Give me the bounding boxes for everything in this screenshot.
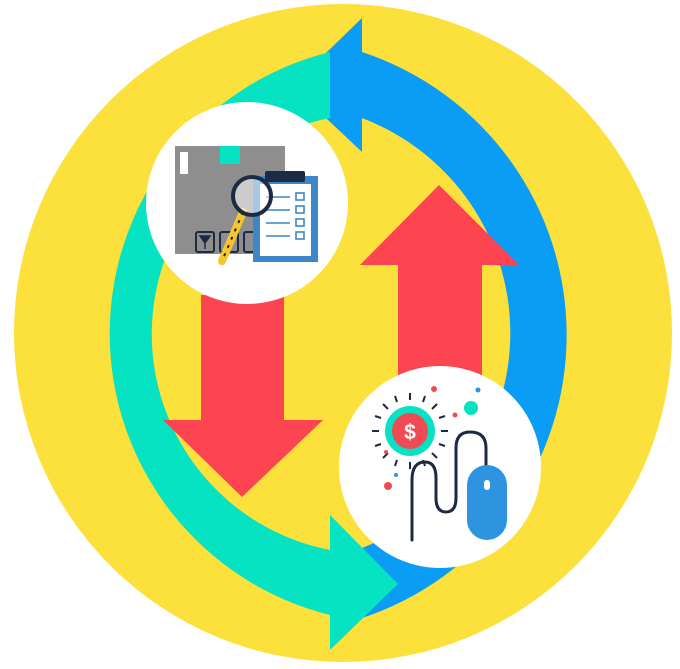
- inventory-box-inspection-icon: [146, 102, 348, 304]
- online-payment-mouse-icon: $: [339, 366, 541, 568]
- coin-dollar-symbol: $: [404, 421, 416, 444]
